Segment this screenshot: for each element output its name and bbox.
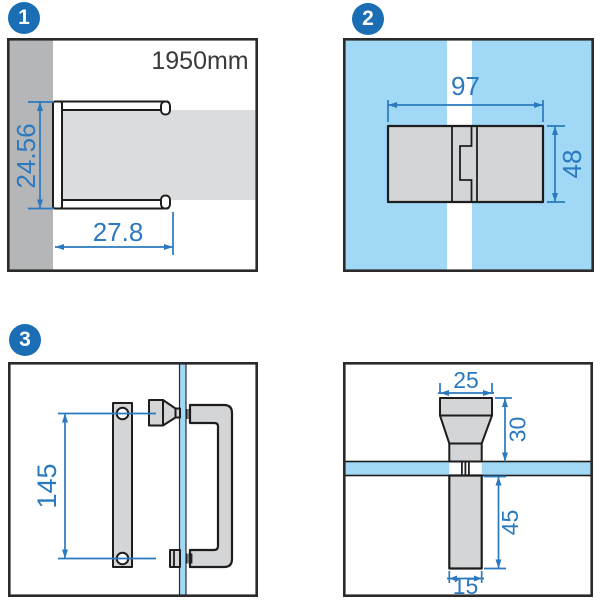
stem-height-dimension: 45: [484, 475, 523, 570]
section-1-badge: 1: [8, 2, 40, 34]
svg-text:25: 25: [453, 367, 479, 393]
height-label: 1950mm: [151, 47, 248, 75]
top-height-dimension: 30: [495, 397, 531, 462]
knob-top: [439, 397, 493, 417]
svg-text:30: 30: [505, 417, 531, 443]
svg-text:97: 97: [451, 71, 480, 101]
bottom-screw-cap: [169, 549, 181, 568]
panel-3-border: [8, 362, 258, 597]
panel-wall-profile: 24.56 27.8 1950mm: [7, 38, 258, 272]
svg-text:24.56: 24.56: [11, 123, 41, 188]
panel-4-border: [343, 362, 593, 597]
handle-bar: [188, 403, 234, 569]
panel-1-border: [7, 38, 258, 272]
hole-spacing-dimension: 145: [32, 412, 156, 560]
panel-door-knob: 25 30 45 15: [343, 362, 593, 597]
svg-text:27.8: 27.8: [93, 217, 144, 247]
handle-drawing: [112, 399, 234, 569]
connector-height-dimension: 48: [547, 125, 587, 203]
knob-base: [448, 442, 483, 463]
knob-taper: [439, 414, 493, 445]
handle-back-plate: [112, 402, 133, 568]
wall-band: [8, 39, 54, 271]
connector-drawing: [386, 124, 545, 204]
svg-text:45: 45: [497, 510, 523, 536]
svg-text:48: 48: [557, 150, 587, 179]
knob-taper: [162, 399, 177, 427]
wall-profile-drawing: [52, 100, 171, 210]
section-3-badge: 3: [9, 324, 41, 356]
svg-text:145: 145: [32, 463, 62, 508]
stem-width-dimension: 15: [447, 571, 484, 597]
knob-drawing: [439, 397, 493, 570]
profile-depth-dimension: 24.56: [11, 101, 54, 210]
panel-door-handle: 145: [8, 362, 258, 597]
top-width-dimension: 25: [438, 367, 494, 396]
connector-width-dimension: 97: [387, 71, 544, 122]
panel-glass-connector: 97 48: [343, 38, 594, 272]
knob-neck: [174, 407, 181, 419]
svg-text:15: 15: [453, 573, 479, 597]
profile-width-dimension: 27.8: [55, 212, 174, 255]
panel-2-border: [343, 38, 594, 272]
glass-panel: [62, 110, 256, 200]
section-2-badge: 2: [352, 3, 384, 35]
knob-stem: [448, 474, 483, 570]
